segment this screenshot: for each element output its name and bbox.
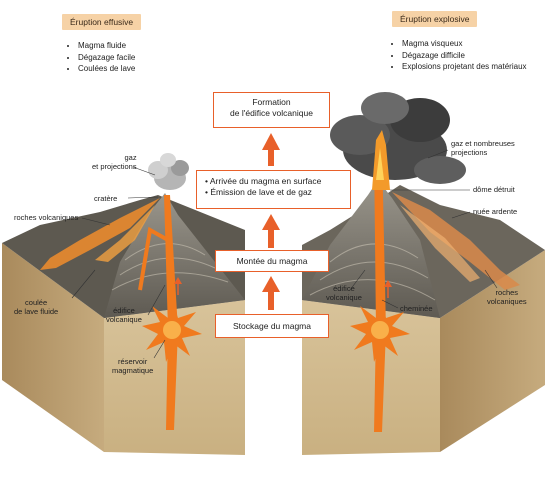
label-edifice-right-1: édifice: [333, 284, 355, 293]
label-edifice-left-1: édifice: [113, 306, 135, 315]
eruption-column-right: [330, 92, 466, 190]
block-side-face-left: [2, 243, 104, 452]
label-lava-flow: coulée de lave fluide: [14, 298, 58, 316]
arrow-ascent-to-arrival: [262, 214, 280, 248]
label-edifice-left: édifice volcanique: [106, 306, 142, 324]
label-dome: dôme détruit: [473, 185, 515, 194]
arrival-text-1: Arrivée du magma en surface: [209, 176, 322, 186]
gas-plume-left: [148, 153, 189, 190]
explosive-bullet: Dégazage difficile: [402, 50, 527, 62]
label-chimney: cheminée: [400, 304, 433, 313]
formation-line-1: Formation: [252, 97, 291, 107]
explosive-bullet: Magma visqueux: [402, 38, 527, 50]
explosive-bullet: Explosions projetant des matériaux: [402, 61, 527, 73]
magma-reservoir-right: [350, 300, 410, 362]
pyroclastic-flow: [392, 192, 520, 290]
label-lava-flow-2: de lave fluide: [14, 307, 59, 316]
label-edifice-right-2: volcanique: [326, 293, 362, 302]
label-gas-left-2: et projections: [92, 162, 137, 171]
label-gas-right-1: gaz et nombreuses: [451, 139, 515, 148]
leader-lines-right: [349, 149, 498, 309]
arrival-line-1: • Arrivée du magma en surface: [205, 176, 322, 186]
flow-arrows: [262, 133, 280, 310]
label-volcanic-rocks-left: roches volcaniques: [14, 213, 79, 222]
effusive-volcano-block: [2, 153, 245, 455]
label-cloud: nuée ardente: [473, 207, 518, 216]
arrival-text-2: Émission de lave et de gaz: [210, 187, 312, 197]
cone-section-right: [302, 180, 440, 318]
lava-flow-left: [40, 198, 160, 270]
effusive-bullets: Magma fluide Dégazage facile Coulées de …: [66, 40, 135, 75]
leader-lines-left: [71, 166, 166, 359]
magma-reservoir-left: [142, 300, 202, 362]
magma-conduit-right: [374, 150, 386, 432]
label-edifice-left-2: volcanique: [106, 315, 142, 324]
label-edifice-right: édifice volcanique: [326, 284, 362, 302]
storage-box: Stockage du magma: [215, 314, 329, 338]
effusive-bullet: Magma fluide: [78, 40, 135, 52]
label-gas-right: gaz et nombreuses projections: [451, 139, 515, 157]
block-side-face-right: [440, 250, 545, 452]
ascent-box: Montée du magma: [215, 250, 329, 272]
effusive-bullet: Coulées de lave: [78, 63, 135, 75]
label-gas-left-1: gaz: [124, 153, 137, 162]
arrow-arrival-to-formation: [262, 133, 280, 166]
effusive-bullet: Dégazage facile: [78, 52, 135, 64]
label-gas-left: gaz et projections: [92, 153, 137, 171]
effusive-title: Éruption effusive: [62, 14, 142, 30]
label-rocks-right-2: volcaniques: [487, 297, 527, 306]
explosive-volcano-block: [302, 92, 545, 455]
arrival-line-2: • Émission de lave et de gaz: [205, 187, 312, 197]
arrow-storage-to-ascent: [262, 276, 280, 310]
formation-box: Formation de l'édifice volcanique: [213, 92, 330, 128]
explosive-bullets: Magma visqueux Dégazage difficile Explos…: [390, 38, 527, 73]
label-reservoir: réservoir magmatique: [112, 357, 153, 375]
explosive-title: Éruption explosive: [392, 11, 478, 27]
label-reservoir-2: magmatique: [112, 366, 154, 375]
label-rocks-right-1: roches: [495, 288, 519, 297]
label-lava-flow-1: coulée: [25, 298, 48, 307]
label-crater: cratère: [94, 194, 118, 203]
label-gas-right-2: projections: [451, 148, 488, 157]
block-front-face-right: [302, 300, 440, 455]
arrival-box: • Arrivée du magma en surface • Émission…: [196, 170, 351, 209]
label-rocks-right: roches volcaniques: [487, 288, 527, 306]
label-reservoir-1: réservoir: [118, 357, 148, 366]
formation-line-2: de l'édifice volcanique: [230, 108, 313, 118]
